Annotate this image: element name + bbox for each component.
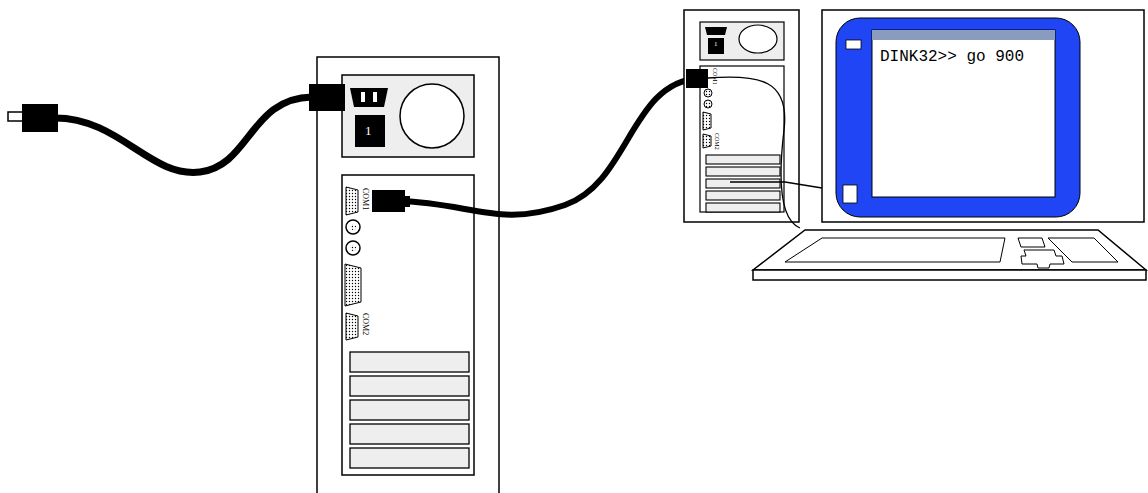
power-socket bbox=[705, 27, 727, 35]
key-block bbox=[785, 238, 1005, 262]
expansion-slot bbox=[350, 400, 469, 420]
expansion-slots bbox=[706, 155, 780, 212]
terminal-window bbox=[872, 30, 1055, 197]
parallel-port bbox=[345, 264, 361, 306]
expansion-slot bbox=[706, 155, 780, 164]
arrow-keys bbox=[1018, 238, 1045, 247]
expansion-slots bbox=[350, 352, 469, 468]
port-label: COM1 bbox=[712, 68, 718, 85]
terminal-command: DINK32>> go 900 bbox=[880, 48, 1055, 67]
expansion-slot bbox=[706, 167, 780, 176]
switch-mark: 1 bbox=[365, 124, 372, 137]
arrow-keys bbox=[1021, 250, 1064, 268]
screen bbox=[836, 18, 1080, 217]
desktop-icon bbox=[843, 185, 857, 203]
expansion-slot bbox=[706, 179, 780, 188]
expansion-slot bbox=[706, 203, 780, 212]
socket-pin bbox=[373, 92, 377, 102]
keyboard-cable bbox=[708, 77, 800, 228]
expansion-slot bbox=[350, 352, 469, 372]
power-panel bbox=[700, 22, 784, 60]
ps2-pins bbox=[350, 224, 356, 230]
parallel-port bbox=[703, 112, 711, 130]
title-bar bbox=[872, 30, 1055, 40]
power-switch bbox=[708, 38, 724, 54]
numeric-keypad bbox=[1048, 238, 1118, 262]
fan-opening bbox=[400, 84, 464, 148]
power-connector bbox=[309, 84, 345, 111]
power-socket bbox=[350, 88, 388, 107]
keyboard bbox=[753, 230, 1146, 270]
ps2-port bbox=[704, 100, 712, 108]
expansion-slot bbox=[706, 191, 780, 200]
power-switch bbox=[355, 115, 385, 147]
power-cable bbox=[55, 97, 312, 172]
expansion-slot bbox=[350, 424, 469, 444]
ps2-port bbox=[704, 89, 712, 97]
connector-hood bbox=[384, 196, 410, 207]
port-label: COM2 bbox=[361, 313, 369, 335]
plug-prong bbox=[8, 112, 23, 121]
serial-cable bbox=[400, 78, 700, 215]
com-port bbox=[346, 313, 358, 340]
ps2-port bbox=[346, 220, 360, 234]
video-cable bbox=[730, 182, 822, 188]
com-port bbox=[703, 134, 711, 148]
port-label: COM1 bbox=[361, 188, 369, 210]
com-port bbox=[346, 187, 358, 215]
pc-tower bbox=[317, 57, 499, 493]
switch-mark: 1 bbox=[714, 41, 718, 48]
ps2-port bbox=[346, 241, 360, 255]
serial-connector bbox=[686, 69, 708, 88]
power-panel bbox=[342, 75, 474, 157]
socket-pin bbox=[361, 92, 365, 102]
screen-window: DINK32>> go 900 bbox=[872, 40, 1055, 197]
desktop-icon bbox=[846, 40, 861, 49]
expansion-slot bbox=[350, 448, 469, 468]
keyboard-base bbox=[753, 270, 1146, 280]
io-panel bbox=[700, 66, 784, 212]
port-label: COM2 bbox=[714, 133, 720, 150]
power-plug bbox=[22, 104, 58, 132]
monitor bbox=[822, 10, 1144, 222]
fan-opening bbox=[739, 25, 777, 53]
expansion-slot bbox=[350, 376, 469, 396]
ps2-pins bbox=[350, 245, 356, 251]
io-panel bbox=[342, 175, 474, 475]
